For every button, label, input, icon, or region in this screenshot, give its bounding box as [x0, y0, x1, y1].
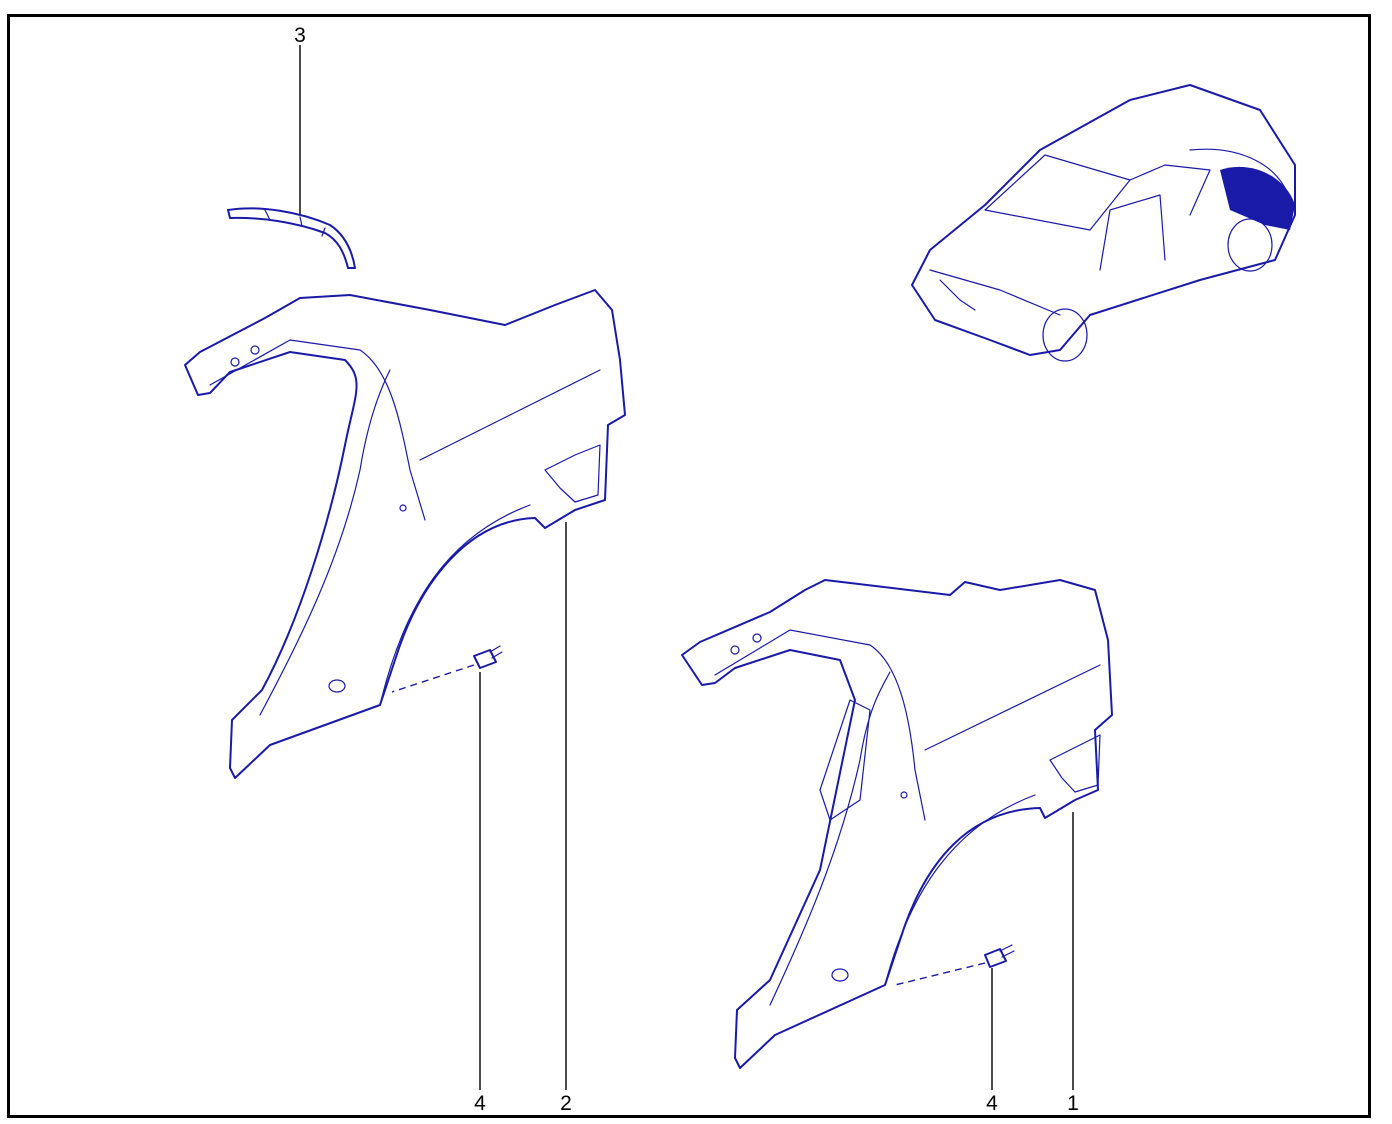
roof-trim-strip: [227, 207, 356, 269]
fastener-bolt-left: [391, 645, 503, 693]
callout-part-3: 3: [294, 24, 306, 47]
callout-part-4-right: 4: [986, 1092, 998, 1115]
fastener-bolt-right: [894, 944, 1015, 986]
rear-quarter-panel-right: [681, 579, 1113, 1069]
car-overview-icon: [911, 84, 1296, 362]
callout-part-4-left: 4: [474, 1092, 486, 1115]
diagram-frame: [7, 14, 1371, 1118]
callout-part-1: 1: [1067, 1092, 1079, 1115]
callout-part-2: 2: [560, 1092, 572, 1115]
rear-quarter-panel-left: [184, 289, 626, 779]
